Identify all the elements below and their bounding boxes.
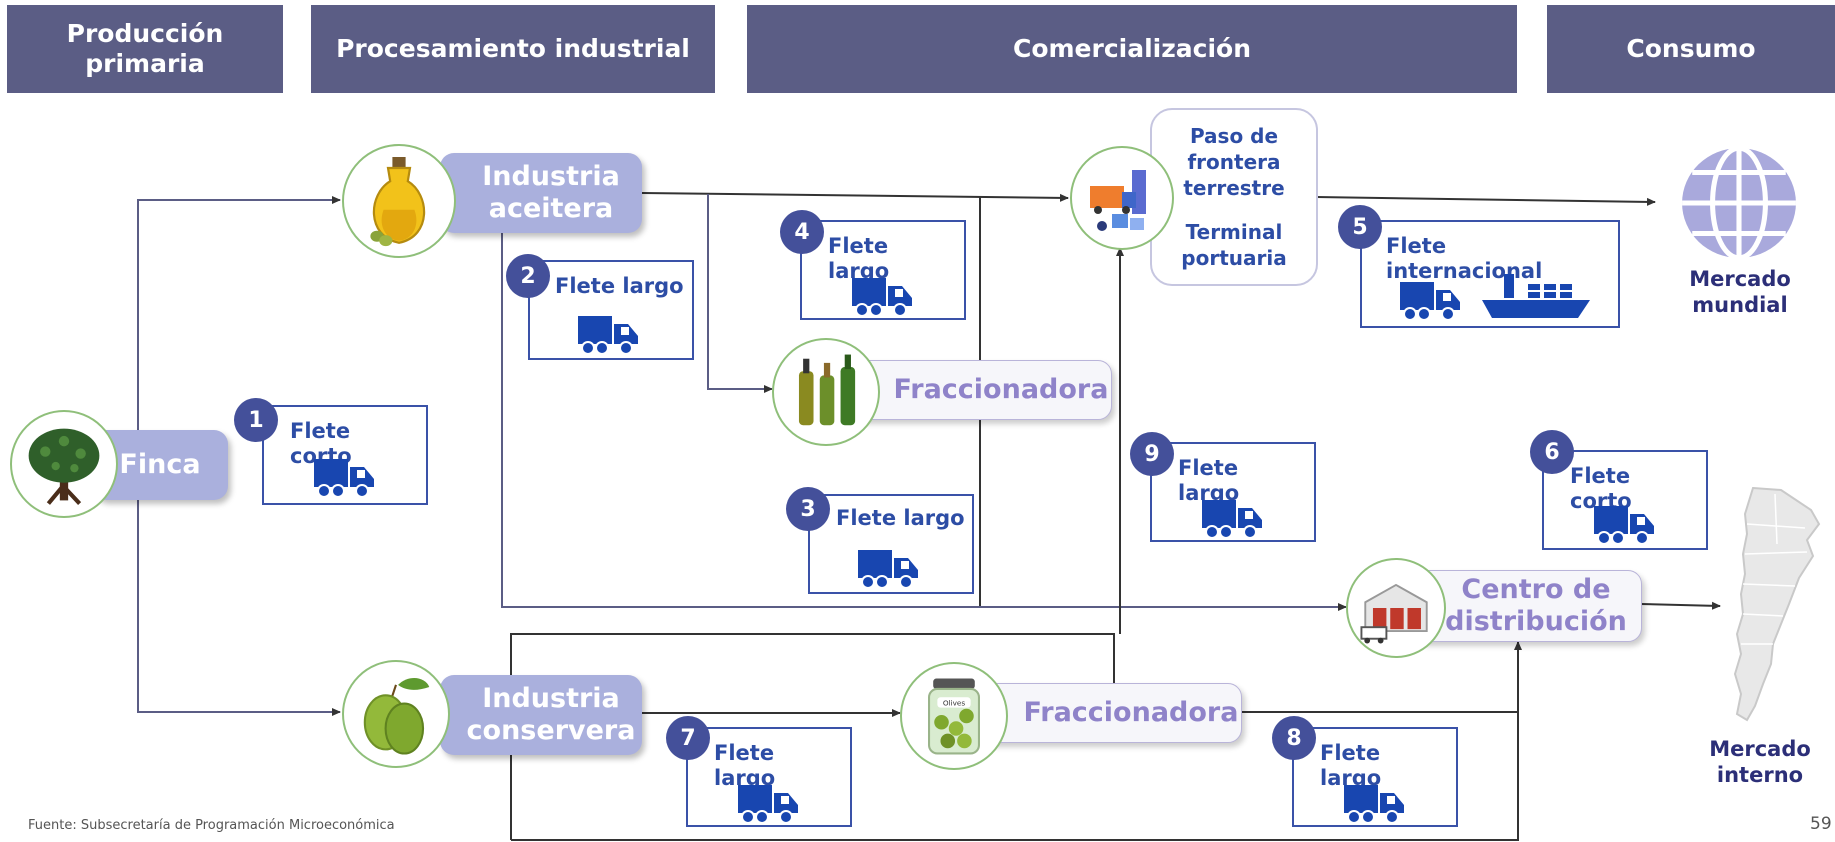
connector-bottom-return [511, 712, 1519, 841]
logistics-icon [1070, 146, 1174, 250]
ship-icon [1482, 274, 1590, 318]
connector-aceitera-centro [501, 233, 1347, 611]
flete-badge-3: 3 [786, 487, 830, 531]
flete-label-5: Flete internacional [1386, 234, 1543, 283]
truck-icon [852, 278, 912, 317]
connector-finca-conservera [137, 462, 341, 716]
flete-box-2: Flete largo [528, 260, 694, 360]
header-comercializacion: Comercialización [747, 5, 1517, 93]
flete-label-3: Flete largo [836, 506, 965, 530]
node-terminal-portuaria-label: Terminal portuaria [1181, 220, 1287, 270]
node-industria-aceitera: Industria aceitera [440, 153, 642, 233]
node-aceitera-label: Industria aceitera [482, 161, 620, 224]
argentina-map-icon [1733, 486, 1821, 722]
flete-box-5: Flete internacional [1360, 220, 1620, 328]
header-consumo: Consumo [1547, 5, 1835, 93]
warehouse-icon [1346, 558, 1446, 658]
header-consumo-label: Consumo [1626, 34, 1756, 63]
source-footnote: Fuente: Subsecretaría de Programación Mi… [28, 818, 395, 833]
node-fraccionadora-conserva: Fraccionadora [980, 683, 1242, 743]
truck-icon [1594, 506, 1654, 545]
node-fraccionadora-aceite-label: Fraccionadora [893, 374, 1109, 405]
node-fraccionadora-conserva-label: Fraccionadora [1023, 697, 1239, 728]
node-paso-frontera-terminal: Paso de frontera terrestre Terminal port… [1150, 108, 1318, 286]
truck-icon [1202, 500, 1262, 539]
connector-paso-mundial [1315, 196, 1656, 206]
truck-icon [578, 316, 638, 355]
truck-icon [1344, 785, 1404, 824]
flete-badge-6: 6 [1530, 430, 1574, 474]
flete-label-2: Flete largo [555, 274, 684, 298]
olives-icon [342, 660, 450, 768]
header-comercializacion-label: Comercialización [1012, 34, 1252, 63]
page-number: 59 [1810, 814, 1832, 834]
header-produccion-label: Producción primaria [66, 19, 224, 78]
flete-box-3: Flete largo [808, 494, 974, 594]
node-fraccionadora-aceite: Fraccionadora [850, 360, 1112, 420]
node-centro-label: Centro de distribución [1445, 574, 1627, 637]
truck-icon [314, 459, 374, 498]
truck-icon [738, 785, 798, 824]
flete-badge-1: 1 [234, 398, 278, 442]
flete-badge-8: 8 [1272, 716, 1316, 760]
globe-icon [1682, 146, 1796, 260]
node-conservera-label: Industria conservera [466, 683, 636, 746]
flete-box-7: Flete largo [686, 727, 852, 827]
connector-aceitera-paso [641, 192, 1069, 202]
flete-box-6: Flete corto [1542, 450, 1708, 550]
flete-badge-4: 4 [780, 210, 824, 254]
header-procesamiento-industrial: Procesamiento industrial [311, 5, 715, 93]
truck-icon [858, 550, 918, 589]
flete-box-9: Flete largo [1150, 442, 1316, 542]
flete-box-4: Flete largo [800, 220, 966, 320]
oil-jug-icon [342, 144, 456, 258]
flete-box-1: Flete corto [262, 405, 428, 505]
oil-bottles-icon [772, 338, 880, 446]
mercado-mundial-label: Mercado mundial [1689, 267, 1791, 317]
connector-centro-interno [1639, 601, 1721, 610]
olive-jar-icon: Olives [900, 662, 1008, 770]
mercado-interno-label: Mercado interno [1709, 737, 1811, 787]
node-centro-distribucion: Centro de distribución [1410, 570, 1642, 642]
node-paso-frontera-label: Paso de frontera terrestre [1183, 124, 1285, 200]
header-produccion-primaria: Producción primaria [7, 5, 283, 93]
header-procesamiento-label: Procesamiento industrial [336, 34, 690, 63]
flete-badge-2: 2 [506, 254, 550, 298]
truck-icon [1400, 282, 1460, 321]
flete-badge-5: 5 [1338, 205, 1382, 249]
connector-aceitera-fraccionadora [707, 194, 773, 393]
flete-badge-7: 7 [666, 716, 710, 760]
flete-box-8: Flete largo [1292, 727, 1458, 827]
flete-badge-9: 9 [1130, 432, 1174, 476]
node-industria-conservera: Industria conservera [440, 675, 642, 755]
olive-jar-label: Olives [943, 699, 966, 708]
node-finca-label: Finca [119, 449, 201, 480]
connector-finca-aceitera [137, 196, 341, 462]
node-finca: Finca [92, 430, 228, 500]
tree-icon [10, 410, 118, 518]
